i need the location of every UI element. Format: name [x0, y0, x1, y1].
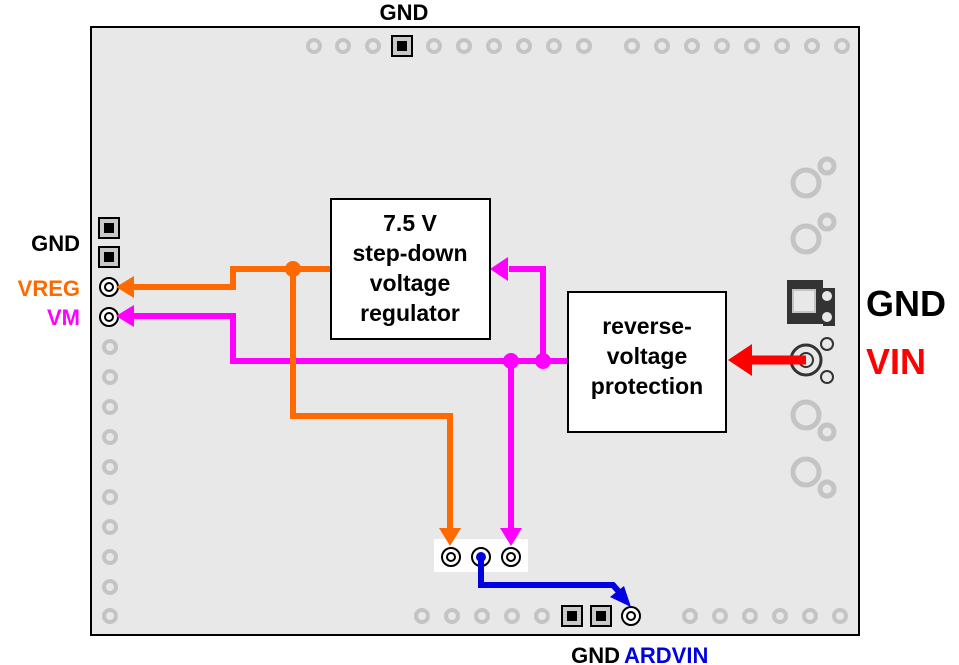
bottom-header-pads [414, 608, 848, 624]
vin-arrow [728, 344, 806, 376]
regulator-line1: 7.5 V [383, 210, 437, 236]
regulator-line4: regulator [360, 300, 460, 326]
vm-trace [128, 266, 568, 528]
vreg-label: VREG [18, 276, 80, 301]
vreg-trace [128, 266, 453, 528]
vm-label: VM [47, 305, 80, 330]
regulator-line2: step-down [353, 240, 468, 266]
ardvin-label: ARDVIN [624, 643, 708, 665]
top-header-pads [306, 38, 850, 54]
vin-label: VIN [866, 341, 926, 382]
vreg-arrowheads [116, 261, 461, 546]
left-header-pads [102, 339, 118, 624]
bottom-gnd-pads [561, 605, 612, 627]
gnd-bottom-label: GND [571, 643, 620, 665]
protection-line2: voltage [607, 343, 688, 369]
gnd-right-label: GND [866, 283, 946, 324]
vm-arrowheads [116, 257, 551, 546]
protection-block: reverse- voltage protection [567, 291, 727, 433]
ardvin-pad [621, 606, 641, 626]
regulator-block: 7.5 V step-down voltage regulator [330, 198, 491, 340]
left-gnd-pads [98, 217, 120, 268]
ardvin-trace [478, 557, 631, 607]
vreg-vm-pads [99, 277, 119, 327]
gnd-top-label: GND [380, 0, 429, 25]
regulator-line3: voltage [370, 270, 451, 296]
top-gnd-pad [391, 35, 413, 57]
protection-line1: reverse- [602, 313, 692, 339]
gnd-left-label: GND [31, 231, 80, 256]
protection-line3: protection [591, 373, 703, 399]
